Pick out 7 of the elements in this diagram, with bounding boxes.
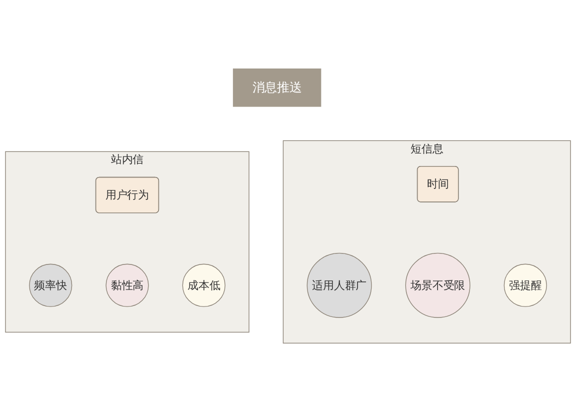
node-circle: 适用人群广	[306, 252, 372, 318]
node-circle: 强提醒	[504, 264, 547, 307]
node-circle: 频率快	[29, 264, 72, 307]
node-box: 消息推送	[232, 68, 322, 107]
node-circle: 场景不受限	[405, 252, 470, 318]
node-circle: 成本低	[182, 264, 226, 307]
node-circle: 黏性高	[106, 264, 149, 307]
